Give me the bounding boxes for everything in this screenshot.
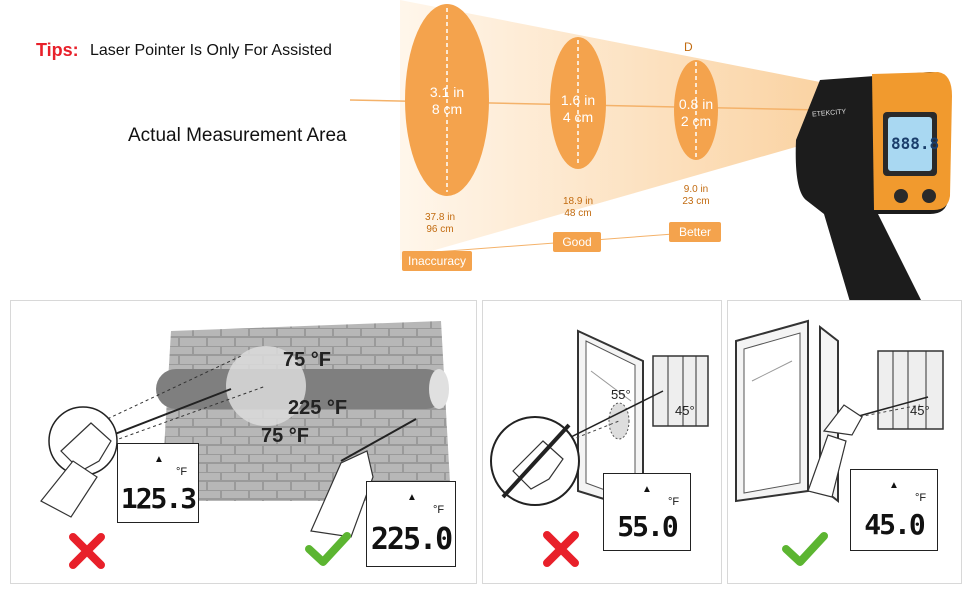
device-display: 888.8	[891, 134, 940, 153]
lcd-unit: °F	[668, 496, 680, 508]
spot-medium-dist-cm: 48 cm	[564, 208, 592, 219]
spot-small-dist-in: 9.0 in	[683, 184, 709, 195]
brick-wall-pipe-illustration	[40, 321, 451, 538]
lcd-reading: 45.0	[864, 508, 925, 541]
spot-large-dist-cm: 96 cm	[426, 224, 454, 235]
tag-inaccuracy: Inaccuracy	[402, 251, 472, 271]
lcd-reading: 55.0	[617, 510, 678, 543]
radiator-temp: 45°	[675, 403, 695, 418]
tag-good: Good	[553, 232, 601, 252]
laser-icon: ▲	[407, 492, 417, 503]
lcd-unit: °F	[915, 492, 927, 504]
actual-measurement-area-label: Actual Measurement Area	[128, 125, 347, 146]
radiator-temp: 45°	[910, 403, 930, 418]
ir-thermometer-device	[795, 72, 952, 322]
spot-small-dia-in: 0.8 in	[678, 96, 714, 112]
window-radiator-wrong-illustration	[490, 329, 709, 513]
lcd-wrong-pipe: ▲ °F 125.3	[117, 443, 199, 523]
spot-medium-dia-in: 1.6 in	[560, 92, 596, 108]
spot-small-dist-cm: 23 cm	[682, 196, 710, 207]
window-scene-right-panel: 45° ▲ °F 45.0	[727, 300, 962, 584]
correct-check-icon	[782, 532, 828, 566]
lcd-reading: 125.3	[120, 482, 197, 515]
spot-large-dist-in: 37.8 in	[424, 212, 456, 223]
spot-small	[674, 60, 718, 160]
lcd-right-pipe: ▲ °F 225.0	[366, 481, 456, 567]
spot-large-dia-cm: 8 cm	[431, 101, 463, 117]
lcd-unit: °F	[176, 466, 188, 478]
wrong-x-icon	[543, 531, 579, 567]
laser-beam-cone	[400, 0, 820, 260]
glass-temp: 55°	[611, 387, 631, 402]
lcd-unit: °F	[433, 504, 445, 516]
laser-icon: ▲	[889, 480, 899, 491]
spot-medium-dist-in: 18.9 in	[562, 196, 594, 207]
pipe-bottom-temp: 75 °F	[261, 425, 310, 447]
tips-text: Laser Pointer Is Only For Assisted	[90, 42, 332, 59]
correct-check-icon	[305, 532, 351, 566]
wrong-x-icon	[69, 533, 105, 569]
laser-icon: ▲	[154, 454, 164, 465]
spot-medium-dia-cm: 4 cm	[562, 109, 594, 125]
laser-icon: ▲	[642, 484, 652, 495]
window-radiator-right-illustration	[735, 319, 944, 504]
pipe-scene-panel: 75 °F 225 °F 75 °F ▲ °F 125.3 ▲ °F 225.0	[10, 300, 477, 584]
lcd-reading: 225.0	[370, 522, 453, 557]
pipe-top-temp: 75 °F	[283, 349, 332, 371]
diameter-d-label: D	[684, 40, 693, 54]
pipe-temp: 225 °F	[288, 397, 348, 419]
spot-large-dia-in: 3.1 in	[429, 84, 465, 100]
tips-label: Tips:	[36, 40, 79, 60]
tag-better: Better	[669, 222, 721, 242]
window-scene-wrong-panel: 55° 45° ▲ °F 55.0	[482, 300, 722, 584]
lcd-wrong-window: ▲ °F 55.0	[603, 473, 691, 551]
spot-small-dia-cm: 2 cm	[680, 113, 712, 129]
lcd-right-window: ▲ °F 45.0	[850, 469, 938, 551]
